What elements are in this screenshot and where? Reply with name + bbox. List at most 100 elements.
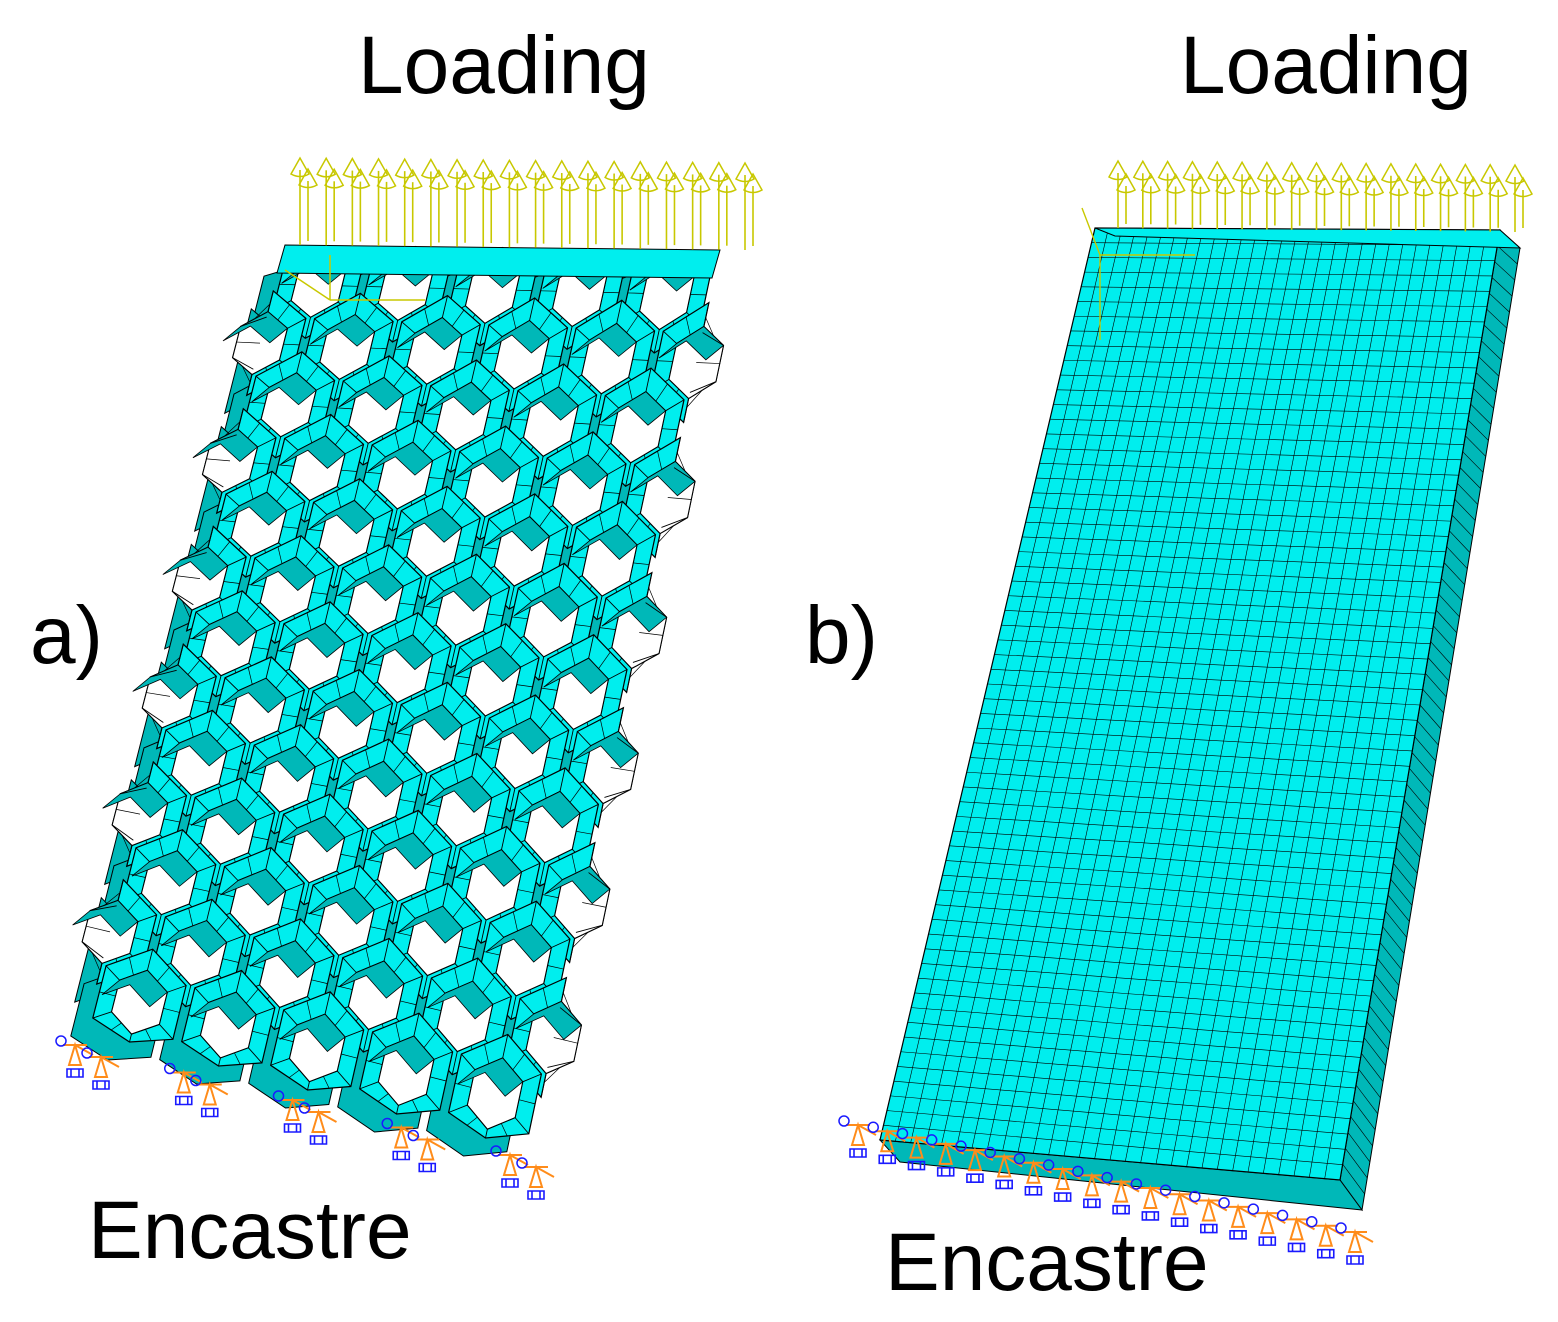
mesh-edge (245, 556, 252, 578)
mesh-edge (245, 795, 259, 811)
mesh-edge (372, 1031, 387, 1048)
mesh-edge (266, 471, 273, 493)
panel-b-loading-label: Loading (1180, 20, 1472, 111)
mesh-edge (454, 967, 460, 988)
load-arrow-head (324, 167, 345, 189)
mesh-edge (459, 646, 474, 662)
mesh-edge (185, 794, 192, 817)
mesh-edge (275, 865, 288, 881)
mesh-edge (1077, 301, 1488, 307)
plate-load-arrows (1107, 159, 1534, 232)
mesh-edge (176, 829, 183, 851)
mesh-edge (81, 941, 104, 959)
mesh-edge (252, 836, 269, 841)
encastre-bc-block (66, 1068, 84, 1078)
encastre-bc-block (1287, 1242, 1306, 1253)
encastre-bc-block (1141, 1211, 1160, 1221)
mesh-edge (1039, 463, 1459, 476)
mesh-edge (207, 526, 214, 548)
mesh-edge (603, 491, 620, 494)
encastre-bc-rotation (1101, 1171, 1113, 1184)
mesh-edge (306, 912, 323, 917)
mesh-edge (942, 874, 1387, 905)
mesh-edge (1438, 593, 1460, 617)
mesh-edge (210, 434, 237, 444)
mesh-edge (336, 1070, 352, 1087)
mesh-edge (413, 1013, 420, 1037)
encastre-bc-icon (992, 1152, 1023, 1178)
mesh-edge (1385, 910, 1408, 938)
encastre-bc-icon (498, 1151, 529, 1176)
mesh-edge (276, 486, 289, 502)
mesh-edge (430, 775, 445, 790)
mesh-edge (277, 304, 290, 321)
encastre-bc-icon (1021, 1159, 1052, 1184)
mesh-edge (600, 719, 605, 739)
mesh-edge (453, 764, 459, 784)
mesh-edge (324, 601, 331, 624)
mesh-edge (471, 753, 478, 777)
mesh-edge (509, 441, 523, 459)
encastre-bc-block (1024, 1185, 1043, 1196)
mesh-edge (1465, 435, 1486, 457)
mesh-edge (482, 746, 499, 750)
mesh-edge (246, 606, 259, 622)
encastre-bc-icon (933, 1140, 965, 1165)
mesh-edge (288, 1069, 300, 1078)
mesh-edge (673, 467, 696, 482)
mesh-edge (334, 811, 347, 828)
mesh-edge (432, 645, 452, 656)
mesh-edge (952, 830, 1395, 859)
load-arrow-head (402, 168, 423, 190)
mesh-edge (265, 656, 272, 679)
mesh-edge (165, 729, 180, 744)
load-arrow-head (630, 160, 651, 182)
mesh-edge (281, 906, 298, 912)
encastre-bc-rotation (1335, 1222, 1347, 1234)
mesh-edge (324, 991, 331, 1015)
mesh-edge (399, 411, 416, 414)
mesh-edge (307, 1081, 310, 1091)
mesh-edge (516, 684, 533, 688)
mesh-edge (567, 729, 574, 753)
mesh-edge (395, 1022, 401, 1042)
mesh-edge (1371, 989, 1394, 1018)
mesh-edge (466, 1116, 478, 1126)
mesh-edge (977, 727, 1413, 752)
mesh-edge (240, 316, 267, 327)
encastre-bc-icon (63, 1041, 94, 1066)
mesh-edge (393, 560, 406, 577)
encastre-bc-icon (1313, 1222, 1345, 1247)
mesh-edge (545, 355, 562, 357)
mesh-edge (1063, 360, 1477, 369)
mesh-edge (294, 724, 301, 747)
load-arrow-head (708, 161, 729, 182)
mesh-edge (374, 901, 394, 911)
mesh-edge (267, 290, 274, 312)
load-arrow-head (690, 171, 711, 193)
encastre-bc-block (1316, 1248, 1335, 1259)
load-arrow-head (1512, 176, 1534, 198)
mesh-edge (1345, 1148, 1368, 1179)
encastre-bc-rotation (516, 1157, 528, 1169)
encastre-bc-icon (904, 1134, 935, 1159)
mesh-edge (686, 389, 703, 408)
mesh-edge (403, 773, 423, 783)
mesh-edge (214, 864, 221, 886)
mesh-edge (394, 732, 411, 736)
mesh-edge (617, 707, 624, 732)
mesh-edge (167, 795, 187, 804)
mesh-edge (458, 945, 476, 950)
mesh-edge (373, 509, 393, 520)
mesh-edge (244, 742, 251, 765)
mesh-edge (482, 547, 499, 550)
mesh-edge (91, 952, 101, 972)
load-arrow-head (682, 160, 703, 182)
mesh-edge (342, 957, 357, 973)
mesh-edge (226, 934, 246, 943)
mesh-edge (956, 816, 1397, 844)
encastre-bc-rotation (272, 1090, 285, 1102)
mesh-edge (432, 845, 452, 856)
mesh-edge (216, 492, 223, 514)
mesh-edge (539, 712, 553, 730)
